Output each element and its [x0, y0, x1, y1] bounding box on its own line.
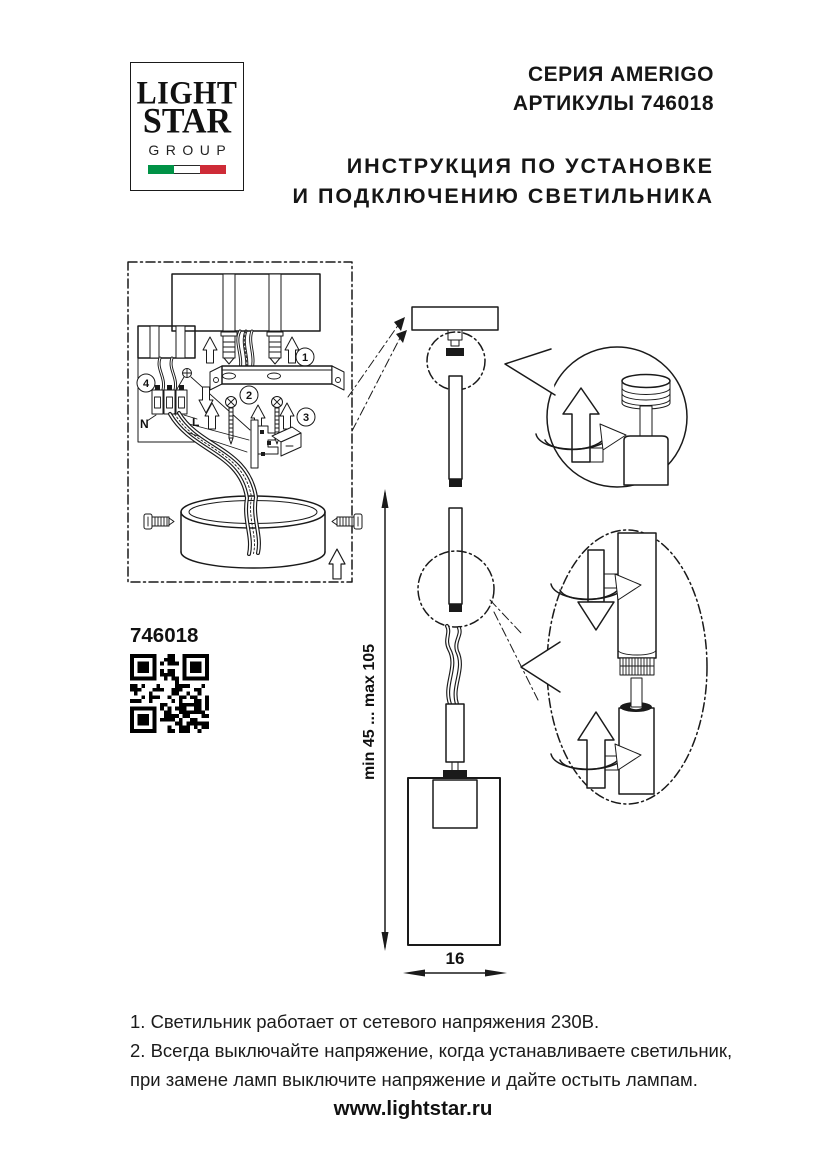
terminal-label-l: L — [192, 415, 199, 429]
screw-up-rotation-arrow — [550, 711, 642, 789]
connector-cluster — [182, 419, 302, 469]
up-arrow — [279, 402, 295, 430]
note-2-line1: 2. Всегда выключайте напряжение, когда у… — [130, 1040, 733, 1061]
step-label-1: 1 — [302, 352, 308, 364]
anchor-right — [266, 331, 284, 365]
width-dimension: 16 — [403, 949, 507, 977]
rod-upper — [448, 375, 463, 487]
flag-green — [148, 165, 174, 175]
lightstar-logo: LIGHT STAR GROUP — [130, 62, 244, 191]
pendant-assembly: 16 min 45 ... max 105 — [361, 306, 507, 977]
screw — [331, 513, 363, 530]
lampshade — [407, 777, 501, 946]
step-label-4: 4 — [143, 378, 150, 390]
up-arrow — [202, 336, 218, 364]
step-circle-4 — [136, 373, 156, 393]
unscrew-down-rotation-arrow — [550, 549, 642, 631]
width-dimension-label: 16 — [446, 949, 465, 968]
articles-title: АРТИКУЛЫ 746018 — [512, 92, 714, 115]
logo-word-group: GROUP — [148, 142, 233, 159]
rod-connector — [446, 329, 464, 356]
step-label-3: 3 — [303, 412, 309, 424]
cord-grip — [443, 703, 467, 778]
height-dimension: min 45 ... max 105 — [361, 489, 389, 951]
screw — [225, 396, 237, 445]
anchor-left — [220, 331, 238, 365]
step-circle-3 — [296, 407, 316, 427]
screw-up-rotation-arrow — [535, 387, 627, 463]
website-url: www.lightstar.ru — [333, 1097, 493, 1120]
canopy-feed-wires — [168, 411, 261, 556]
threaded-stud — [621, 373, 671, 486]
installation-diagram: 1 — [127, 261, 708, 977]
ground-symbol — [176, 368, 251, 431]
installation-overview: 1 — [127, 261, 363, 583]
logo-word-star: STAR — [142, 102, 232, 142]
note-1: 1. Светильник работает от сетевого напря… — [130, 1011, 600, 1032]
overview-callout-arrows — [347, 317, 407, 432]
safety-notes: 1. Светильник работает от сетевого напря… — [130, 1007, 770, 1094]
step-label-2: 2 — [246, 390, 252, 402]
step-circle-2 — [239, 385, 259, 405]
canopy-screws — [143, 513, 363, 530]
overview-dashed-border — [127, 261, 353, 583]
italian-flag-stripe — [148, 165, 226, 175]
flag-white — [174, 165, 200, 175]
instruction-title-line1: ИНСТРУКЦИЯ ПО УСТАНОВКЕ — [346, 154, 714, 178]
height-dimension-label: min 45 ... max 105 — [361, 644, 378, 780]
mounting-bracket: 2 — [209, 365, 345, 405]
detail-ellipse-joint — [489, 529, 708, 805]
wall-block — [137, 325, 197, 443]
terminal-label-n: N — [140, 417, 149, 431]
qr-code — [130, 654, 209, 733]
up-arrow — [328, 548, 346, 580]
detail-circle-thread — [504, 346, 688, 488]
series-title: СЕРИЯ AMERIGO — [527, 63, 714, 86]
rod-lower — [448, 507, 463, 612]
logo-word-light: LIGHT — [136, 75, 238, 112]
flag-red — [200, 165, 226, 175]
screw — [143, 513, 175, 530]
dashed-detail-circle-2 — [417, 550, 495, 628]
note-2-line2: при замене ламп выключите напряжение и д… — [130, 1069, 698, 1090]
lamp-socket — [432, 779, 478, 829]
article-number: 746018 — [130, 624, 199, 647]
instruction-title-line2: И ПОДКЛЮЧЕНИЮ СВЕТИЛЬНИКА — [292, 184, 714, 208]
drill-anchors: 1 — [202, 331, 315, 367]
ceiling-plate — [411, 306, 499, 331]
header-titles: СЕРИЯ AMERIGO АРТИКУЛЫ 746018 ИНСТРУКЦИЯ… — [293, 60, 714, 211]
power-cord — [445, 624, 462, 706]
